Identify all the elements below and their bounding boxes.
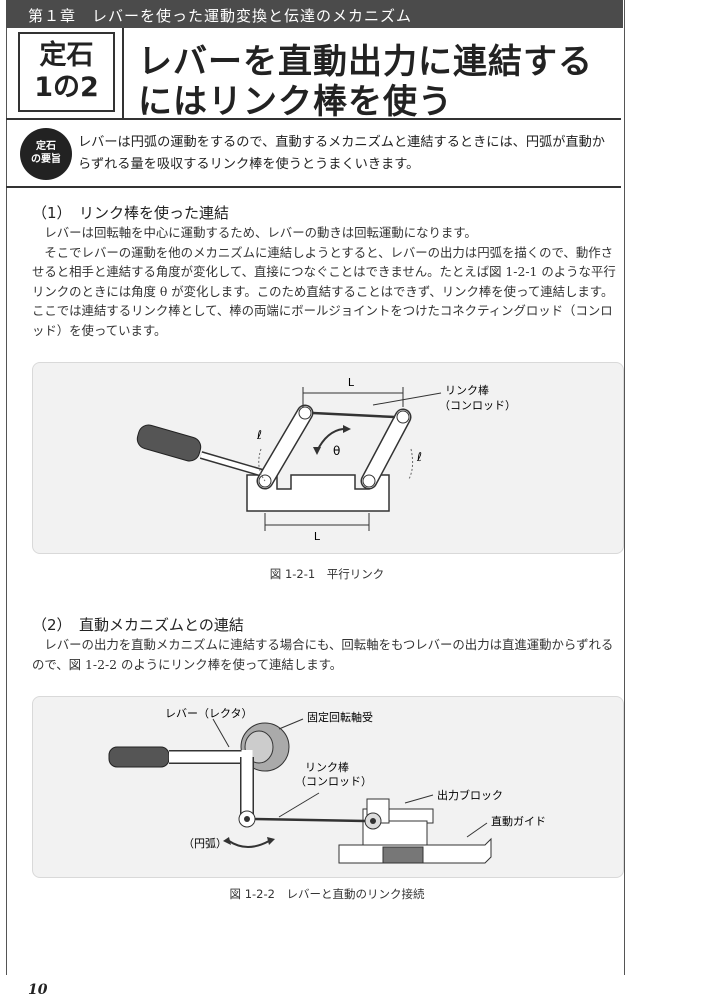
- badge-line2: 1の2: [34, 72, 99, 103]
- label-L-bottom: L: [314, 530, 321, 543]
- arc-arrow: [228, 840, 270, 848]
- lever-grip: [108, 746, 170, 768]
- connecting-rod: [312, 411, 396, 419]
- lever-linear-diagram: （円弧） レバー（レクタ） 固定回転軸受 リンク棒 （コンロッド） 出力ブロック…: [108, 707, 546, 864]
- link-base: [246, 474, 390, 512]
- chapter-label: 第１章 レバーを使った運動変換と伝達のメカニズム: [28, 7, 413, 25]
- right-pivot-bottom: [362, 474, 376, 488]
- figure-1-panel: L L θ ℓ ℓ リンク棒 （コンロッド）: [32, 362, 624, 554]
- title-divider: [122, 28, 124, 118]
- chapter-header: 第１章 レバーを使った運動変換と伝達のメカニズム: [6, 0, 623, 28]
- page-title-line2: にはリンク棒を使う: [138, 82, 453, 122]
- label-rod-line1: リンク棒: [445, 383, 489, 397]
- section1-paragraph: レバーは回転軸を中心に運動するため、レバーの動きは回転運動になります。: [44, 225, 477, 240]
- section1-body: レバーは回転軸を中心に運動するため、レバーの動きは回転運動になります。 そこでレ…: [32, 223, 624, 341]
- figure-2-panel: （円弧） レバー（レクタ） 固定回転軸受 リンク棒 （コンロッド） 出力ブロック…: [32, 696, 624, 878]
- label-guide: 直動ガイド: [491, 814, 546, 828]
- label-rod-line1: リンク棒: [305, 760, 349, 774]
- summary-block: 定石 の要旨 レバーは円弧の運動をするので、直動するメカニズムと連結するときには…: [6, 120, 621, 188]
- page-frame: [6, 0, 625, 975]
- summary-text: レバーは円弧の運動をするので、直動するメカニズムと連結するときには、円弧が直動か…: [78, 135, 605, 172]
- right-pivot-top: [396, 410, 410, 424]
- section1-paragraph: そこでレバーの運動を他のメカニズムに連結しようとすると、レバーの出力は円弧を描く…: [32, 244, 616, 338]
- label-ell-right: ℓ: [416, 450, 422, 464]
- summary-badge: 定石 の要旨: [20, 128, 72, 180]
- teiseki-badge: 定石 1の2: [18, 32, 115, 112]
- badge-line1: 定石: [39, 40, 94, 71]
- label-rod-line2: （コンロッド）: [295, 775, 372, 788]
- label-block: 出力ブロック: [437, 788, 503, 802]
- label-rod-line2: （コンロッド）: [439, 399, 516, 412]
- label-arc: （円弧）: [183, 836, 227, 850]
- summary-badge-line1: 定石: [36, 141, 56, 152]
- label-L-top: L: [348, 376, 355, 389]
- lever-grip: [136, 424, 202, 462]
- page-title-line1: レバーを直動出力に連結する: [138, 42, 593, 82]
- label-lever: レバー（レクタ）: [165, 707, 253, 720]
- summary-badge-line2: の要旨: [31, 154, 61, 165]
- label-ell-left: ℓ: [256, 428, 262, 442]
- parallel-link-diagram: L L θ ℓ ℓ リンク棒 （コンロッド）: [136, 376, 516, 543]
- label-bearing: 固定回転軸受: [307, 710, 373, 724]
- left-pivot-top: [298, 406, 312, 420]
- section2-paragraph: レバーの出力を直動メカニズムに連結する場合にも、回転軸をもつレバーの出力は直進運…: [32, 637, 614, 672]
- section2-body: レバーの出力を直動メカニズムに連結する場合にも、回転軸をもつレバーの出力は直進運…: [32, 635, 624, 674]
- page-number: 10: [28, 982, 48, 998]
- connecting-rod: [254, 817, 366, 823]
- figure-1-caption: 図 1-2-1 平行リンク: [269, 567, 385, 581]
- figure-2-caption: 図 1-2-2 レバーと直動のリンク接続: [229, 887, 425, 901]
- label-theta: θ: [333, 444, 340, 458]
- section1-heading: （1） リンク棒を使った連結: [32, 204, 230, 222]
- section2-heading: （2） 直動メカニズムとの連結: [32, 616, 244, 634]
- title-block: 定石 1の2 レバーを直動出力に連結する にはリンク棒を使う: [6, 28, 621, 122]
